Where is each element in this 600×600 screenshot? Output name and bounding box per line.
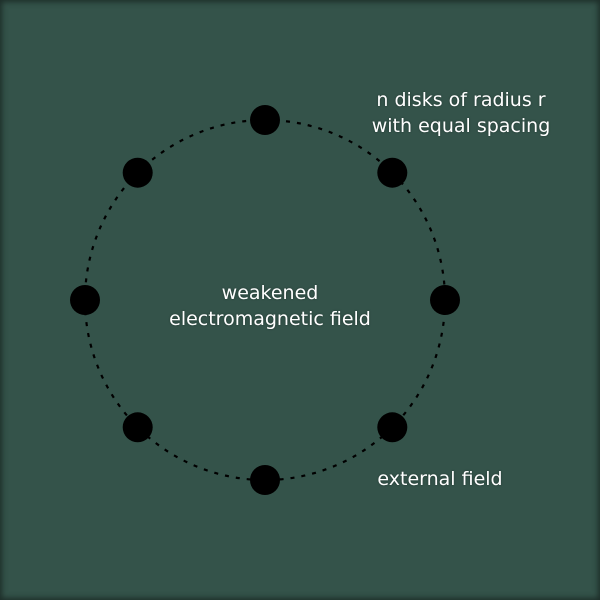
disk-1 — [250, 105, 280, 135]
weakened-field-label: weakened electromagnetic field — [150, 280, 390, 332]
disk-4 — [377, 412, 408, 443]
disk-2 — [377, 157, 408, 188]
disk-8 — [122, 157, 153, 188]
disks-label-line-2: with equal spacing — [371, 115, 551, 137]
disk-3 — [430, 285, 460, 315]
disks-label-line-1: n disks of radius r — [376, 89, 546, 111]
disk-group — [70, 105, 460, 495]
disk-6 — [122, 412, 153, 443]
weakened-label-line-1: weakened — [221, 282, 319, 304]
disk-5 — [250, 465, 280, 495]
external-field-label: external field — [377, 468, 503, 490]
weakened-label-line-2: electromagnetic field — [169, 308, 371, 330]
disk-7 — [70, 285, 100, 315]
disks-description-label: n disks of radius r with equal spacing — [366, 87, 556, 139]
